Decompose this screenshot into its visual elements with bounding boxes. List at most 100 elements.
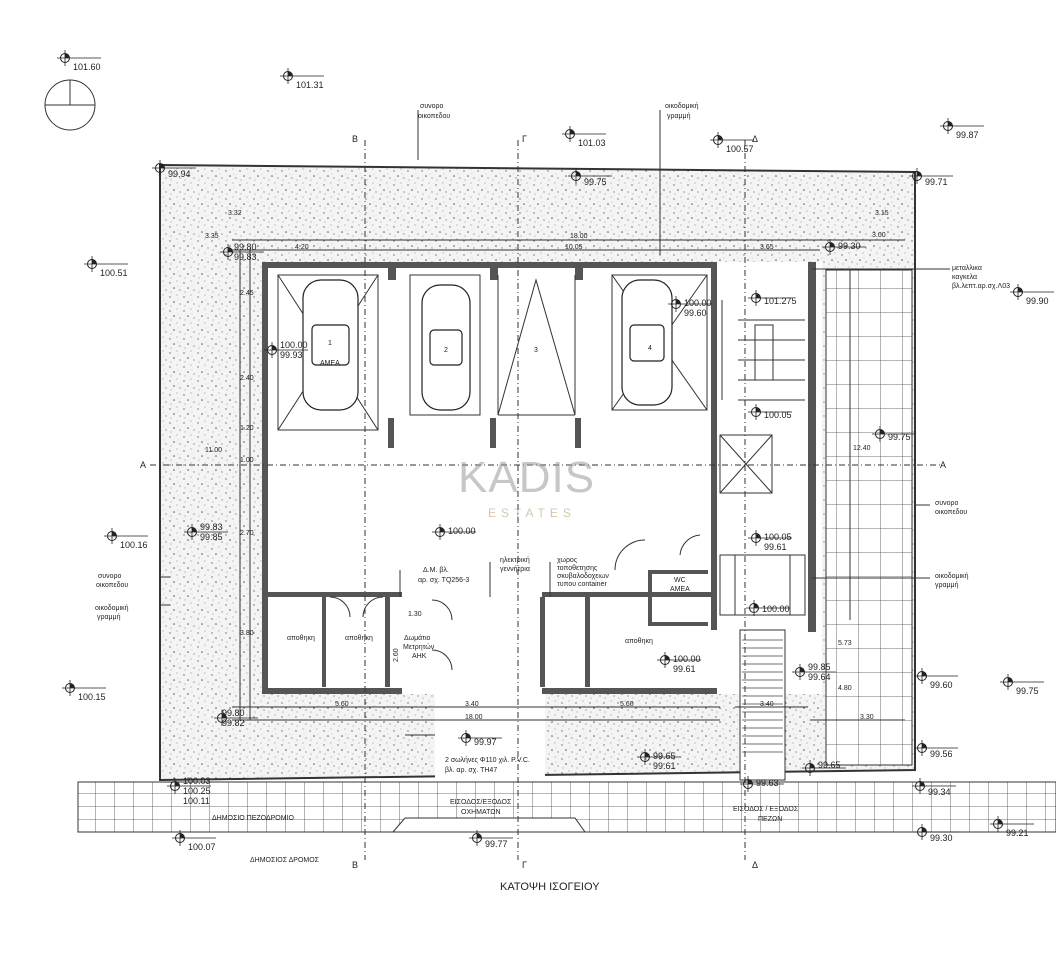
parking-tag: ΑΜΕΑ <box>320 360 340 367</box>
dimension: 12.40 <box>853 445 871 452</box>
level-marker-icon: 101.03 <box>562 126 606 148</box>
dimension: 2.70 <box>240 530 254 537</box>
pedestrian-steps <box>739 629 786 781</box>
sidewalk-label: ΔΗΜΟΣΙΟ ΠΕΖΟΔΡΟΜΙΟ <box>212 815 295 822</box>
level-value: 99.87 <box>956 130 979 140</box>
dimension: 4.20 <box>295 244 309 251</box>
level-value: 100.25 <box>183 786 211 796</box>
level-value: 99.94 <box>168 169 191 179</box>
dimension: 3.65 <box>760 244 774 251</box>
parking-number: 2 <box>444 347 448 354</box>
dimensions: 18.00 10.05 4.20 3.35 3.65 3.00 5.60 5.6… <box>205 210 889 721</box>
level-marker-icon: 100.57 <box>710 132 754 154</box>
dimension: 1.00 <box>240 457 254 464</box>
level-value: 99.85 <box>200 532 223 542</box>
level-marker-icon: 100.51 <box>84 256 128 278</box>
annotation: χωρος <box>557 557 578 564</box>
annotation: γεννήτρια <box>500 566 530 573</box>
dimension: 3.35 <box>205 233 219 240</box>
level-value: 99.64 <box>808 672 831 682</box>
level-value: 99.63 <box>756 778 779 788</box>
section-marker: Γ <box>522 860 527 870</box>
level-value: 99.61 <box>673 664 696 674</box>
dimension: 4.80 <box>838 685 852 692</box>
level-value: 99.71 <box>925 177 948 187</box>
dimension: 3.80 <box>240 630 254 637</box>
section-marker: Β <box>352 134 358 144</box>
dimension: 18.00 <box>570 233 588 240</box>
level-value: 101.03 <box>578 138 606 148</box>
level-value: 99.61 <box>764 542 787 552</box>
level-value: 99.93 <box>280 350 303 360</box>
level-marker-icon: 99.30 <box>822 239 866 255</box>
dimension: 18.00 <box>465 714 483 721</box>
level-marker-icon: 100.05 <box>748 404 792 420</box>
level-value: 99.90 <box>1026 296 1049 306</box>
dimension: 3.32 <box>228 210 242 217</box>
annotation: μεταλλικα <box>952 265 982 272</box>
level-marker-icon: 99.87 <box>940 118 984 140</box>
section-marker: Α <box>140 460 146 470</box>
room-label: αποθηκη <box>287 635 315 642</box>
annotation: γραμμή <box>935 582 959 589</box>
road-label: ΔΗΜΟΣΙΟΣ ΔΡΟΜΟΣ <box>250 857 320 864</box>
section-marker: Δ <box>752 860 758 870</box>
annotation: γραμμή <box>97 614 121 621</box>
level-value: 100.00 <box>762 604 790 614</box>
annotation: τυπου container <box>557 581 607 588</box>
dimension: 5.60 <box>620 701 634 708</box>
entry-label: ΠΕΖΩΝ <box>758 816 782 823</box>
room-label: ΑΜΕΑ <box>670 586 690 593</box>
level-marker-icon: 99.30 <box>914 824 958 843</box>
level-value: 100.03 <box>183 776 211 786</box>
dimension: 3.00 <box>872 232 886 239</box>
entry-label: ΕΙΣΟΔΟΣ/ΕΞΟΔΟΣ <box>450 799 512 806</box>
level-value: 100.57 <box>726 144 754 154</box>
level-value: 99.80 <box>222 708 245 718</box>
level-marker-icon: 99.71 <box>909 168 953 187</box>
north-arrow-icon <box>44 79 96 131</box>
parking-number: 1 <box>328 340 332 347</box>
level-marker-icon: 99.60 <box>914 668 958 690</box>
level-marker-icon: 99.56 <box>914 740 958 759</box>
kadis-watermark-logo: KADIS ESTATES <box>458 453 594 520</box>
level-marker-icon: 100.07 <box>172 830 216 852</box>
level-value: 99.83 <box>234 252 257 262</box>
dimension: 3.40 <box>465 701 479 708</box>
dimension: 2.60 <box>393 648 400 662</box>
level-value: 100.07 <box>188 842 216 852</box>
level-value: 99.82 <box>222 718 245 728</box>
entry-label: ΟΧΗΜΑΤΩΝ <box>461 809 501 816</box>
level-marker-icon: 99.77 <box>469 830 513 849</box>
level-value: 99.85 <box>808 662 831 672</box>
level-value: 100.51 <box>100 268 128 278</box>
annotation: γραμμή <box>667 113 691 120</box>
dimension: 1.20 <box>240 425 254 432</box>
dimension: 1.30 <box>408 611 422 618</box>
level-value: 99.65 <box>818 760 841 770</box>
dimension: 2.40 <box>240 375 254 382</box>
level-marker-icon: 99.97 <box>458 730 502 747</box>
level-marker-icon: 99.34 <box>912 778 956 797</box>
level-value: 100.00 <box>673 654 701 664</box>
annotation: οικοπεδου <box>418 113 450 120</box>
level-value: 99.60 <box>930 680 953 690</box>
level-marker-icon: 99.65 <box>802 760 846 776</box>
level-value: 101.275 <box>764 296 797 306</box>
level-value: 99.97 <box>474 737 497 747</box>
level-marker-icon: 99.21 <box>990 816 1034 838</box>
section-marker: Α <box>940 460 946 470</box>
annotation: 2 σωλήνες Φ110 χιλ. P.V.C. <box>445 757 530 764</box>
annotation: βλ. αρ. σχ. ΤΗ47 <box>445 767 497 774</box>
level-value: 100.11 <box>183 796 210 806</box>
annotation: συνορο <box>98 573 122 580</box>
room-label: ΑΗΚ <box>412 653 427 660</box>
level-value: 99.75 <box>888 432 911 442</box>
entry-label: ΕΙΣΟΔΟΣ / ΕΞΟΔΟΣ <box>733 806 799 813</box>
level-value: 99.80 <box>234 242 257 252</box>
